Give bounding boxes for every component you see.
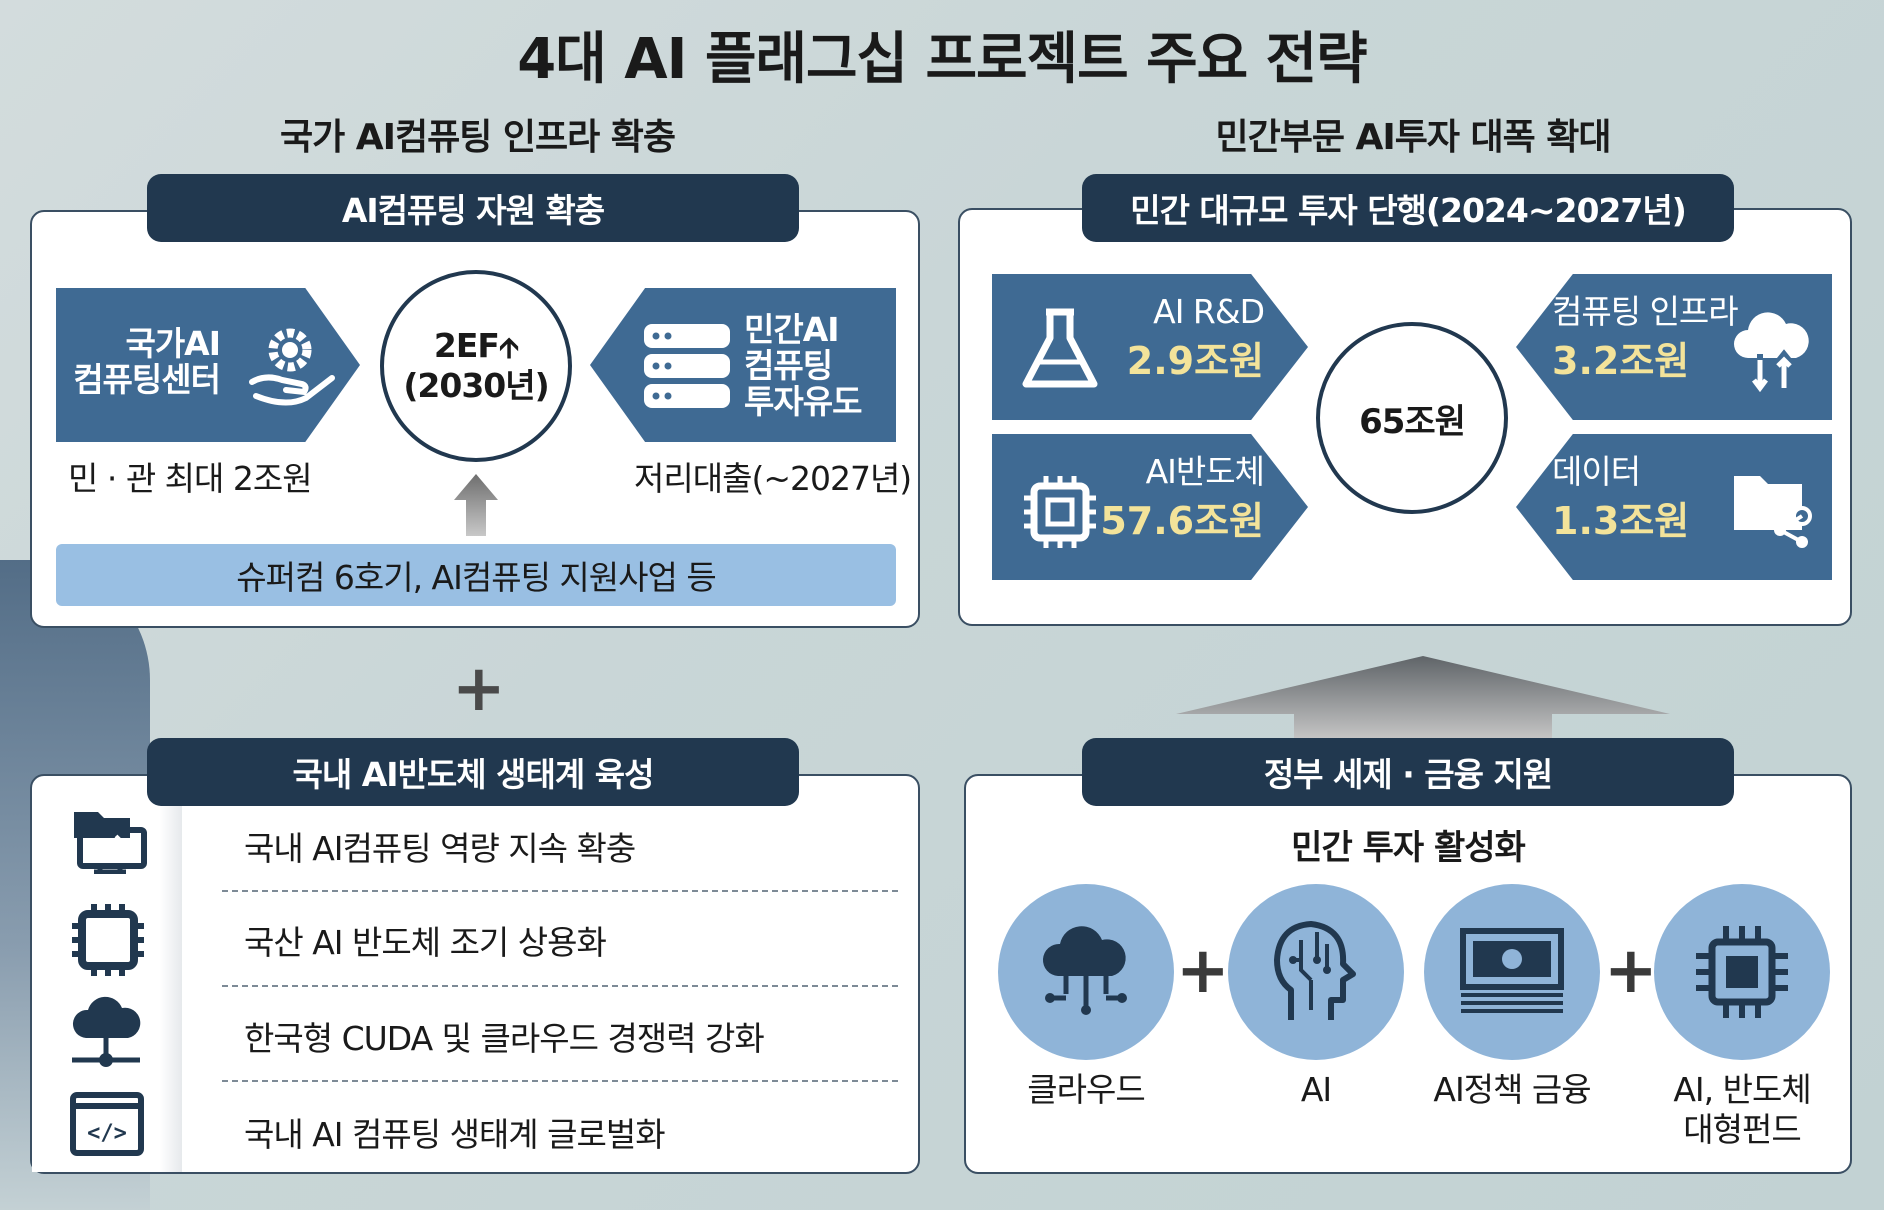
computing-infra-tile: 컴퓨팅 인프라 3.2조원 bbox=[1516, 274, 1832, 420]
code-window-icon: </> bbox=[70, 1092, 144, 1156]
folder-transfer-icon bbox=[74, 812, 147, 874]
plus-sign: + bbox=[452, 652, 506, 726]
policy-finance-label: AI정책 금융 bbox=[1433, 1070, 1591, 1109]
ai-head-icon bbox=[1274, 921, 1356, 1020]
plus-sign: + bbox=[1176, 934, 1230, 1008]
computing-infra-amount: 3.2조원 bbox=[1552, 339, 1690, 383]
money-icon bbox=[1460, 928, 1564, 1013]
private-ai-caption: 저리대출(~2027년) bbox=[634, 459, 912, 498]
target-year: (2030년) bbox=[403, 366, 549, 405]
cloud-label: 클라우드 bbox=[1027, 1070, 1145, 1109]
page-title: 4대 AI 플래그십 프로젝트 주요 전략 bbox=[517, 27, 1367, 92]
ai-rnd-label: AI R&D bbox=[1153, 292, 1265, 331]
list-item: 국내 AI 컴퓨팅 생태계 글로벌화 bbox=[244, 1115, 666, 1154]
semiconductor-fund-label: AI, 반도체 대형펀드 bbox=[1642, 1070, 1842, 1150]
computing-infra-label: 컴퓨팅 인프라 bbox=[1552, 292, 1739, 331]
ai-label: AI bbox=[1300, 1070, 1332, 1109]
server-icon bbox=[644, 324, 730, 408]
private-ai-line3: 투자유도 bbox=[744, 382, 862, 421]
list-item: 한국형 CUDA 및 클라우드 경쟁력 강화 bbox=[244, 1019, 765, 1058]
plus-sign: + bbox=[1604, 934, 1658, 1008]
folder-share-icon bbox=[1734, 476, 1812, 548]
cloud-network-icon bbox=[1042, 926, 1127, 1015]
ai-rnd-tile: AI R&D 2.9조원 bbox=[992, 274, 1308, 420]
semiconductor-fund-label-line1: AI, 반도체 bbox=[1673, 1070, 1811, 1109]
private-investment-tab: 민간 대규모 투자 단행(2024~2027년) bbox=[1082, 174, 1734, 242]
chip-icon bbox=[1696, 926, 1788, 1018]
cloud-network-icon bbox=[72, 996, 141, 1067]
national-ai-center-line1: 국가AI bbox=[125, 324, 221, 363]
gov-support-tab: 정부 세제 · 금융 지원 bbox=[1082, 738, 1734, 806]
flask-icon bbox=[1022, 308, 1098, 388]
arrow-up-icon: 🡩 bbox=[498, 331, 519, 364]
private-ai-investment-tile: 민간AI 컴퓨팅 투자유도 bbox=[590, 288, 896, 442]
up-arrow-icon bbox=[454, 474, 498, 536]
data-amount: 1.3조원 bbox=[1552, 499, 1690, 543]
target-2ef-circle: 2EF🡩 (2030년) bbox=[380, 270, 572, 462]
divider bbox=[222, 890, 898, 892]
national-ai-center-tile: 국가AI 컴퓨팅센터 bbox=[56, 288, 360, 442]
list-item: 국내 AI컴퓨팅 역량 지속 확충 bbox=[244, 829, 636, 868]
list-item: 국산 AI 반도체 조기 상용화 bbox=[244, 923, 607, 962]
divider bbox=[222, 985, 898, 987]
cloud-bubble bbox=[998, 884, 1174, 1060]
policy-finance-bubble bbox=[1424, 884, 1600, 1060]
total-investment-value: 65조원 bbox=[1359, 401, 1466, 442]
cloud-transfer-icon bbox=[1734, 312, 1809, 392]
ai-bubble bbox=[1228, 884, 1404, 1060]
chip-icon bbox=[1024, 476, 1096, 548]
right-heading: 민간부문 AI투자 대폭 확대 bbox=[1215, 117, 1611, 158]
semiconductor-fund-label-line2: 대형펀드 bbox=[1683, 1110, 1801, 1149]
ai-semiconductor-amount: 57.6조원 bbox=[1100, 499, 1264, 543]
private-ai-line1: 민간AI bbox=[744, 310, 840, 349]
svg-text:</>: </> bbox=[87, 1121, 127, 1146]
total-investment-circle: 65조원 bbox=[1316, 322, 1508, 514]
semiconductor-ecosystem-tab: 국내 AI반도체 생태계 육성 bbox=[147, 738, 799, 806]
gear-hand-icon bbox=[249, 328, 335, 406]
chip-icon bbox=[72, 904, 144, 976]
data-label: 데이터 bbox=[1552, 452, 1641, 491]
gov-support-subheading: 민간 투자 활성화 bbox=[1291, 828, 1526, 868]
supercomputer-support-bar: 슈퍼컴 6호기, AI컴퓨팅 지원사업 등 bbox=[56, 544, 896, 606]
divider bbox=[222, 1080, 898, 1082]
national-ai-center-caption: 민 · 관 최대 2조원 bbox=[68, 459, 313, 498]
supercomputer-support-text: 슈퍼컴 6호기, AI컴퓨팅 지원사업 등 bbox=[236, 558, 716, 597]
up-arrow-icon bbox=[1176, 656, 1670, 738]
private-ai-line2: 컴퓨팅 bbox=[744, 346, 833, 385]
ai-rnd-amount: 2.9조원 bbox=[1126, 339, 1264, 383]
compute-resource-tab: AI컴퓨팅 자원 확충 bbox=[147, 174, 799, 242]
ai-semiconductor-label: AI반도체 bbox=[1145, 452, 1265, 491]
ai-semiconductor-tile: AI반도체 57.6조원 bbox=[992, 434, 1308, 580]
national-ai-center-line2: 컴퓨팅센터 bbox=[73, 360, 221, 399]
left-heading: 국가 AI컴퓨팅 인프라 확충 bbox=[279, 117, 676, 158]
semiconductor-fund-bubble bbox=[1654, 884, 1830, 1060]
target-value: 2EF bbox=[433, 326, 500, 365]
data-tile: 데이터 1.3조원 bbox=[1516, 434, 1832, 580]
